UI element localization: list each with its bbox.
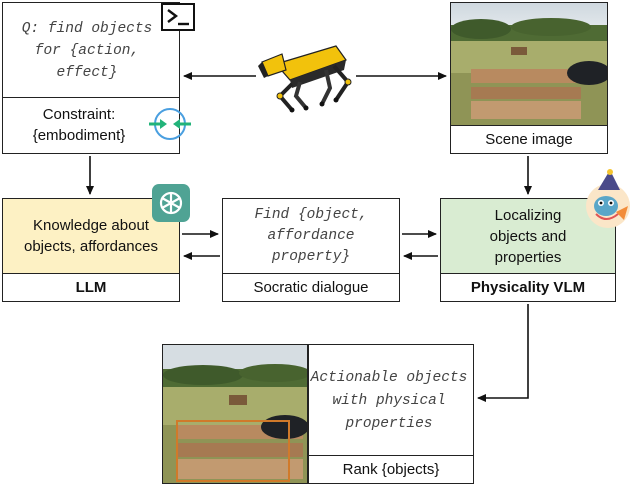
query-divider — [3, 97, 179, 98]
dialogue-divider — [223, 273, 399, 274]
vlm-label: Physicality VLM — [470, 279, 586, 296]
scene-caption: Scene image — [485, 131, 573, 148]
result-image — [163, 345, 307, 483]
llm-box: Knowledge about objects, affordances LLM — [2, 198, 180, 302]
scene-photo — [451, 3, 607, 125]
dialogue-label: Socratic dialogue — [253, 279, 369, 296]
vlm-divider — [441, 273, 615, 274]
result-divider — [308, 455, 473, 456]
llm-divider — [3, 273, 179, 274]
dialogue-content: Find {object, affordance property} — [254, 206, 368, 265]
query-text: Q: find objects for {action, effect} — [21, 21, 153, 81]
result-vertical-divider — [307, 345, 309, 483]
dialogue-box: Find {object, affordance property} Socra… — [222, 198, 400, 302]
query-box: Q: find objects for {action, effect} Con… — [2, 2, 180, 154]
vlm-box: Localizing objects and properties Physic… — [440, 198, 616, 302]
result-box: Actionable objects with physical propert… — [162, 344, 474, 484]
arrow-vlm-to-result — [477, 304, 529, 402]
result-label: Rank {objects} — [342, 461, 440, 478]
scene-image — [451, 3, 607, 125]
result-photo — [163, 345, 307, 483]
constraint-text: Constraint: {embodiment} — [32, 106, 126, 144]
scene-box: Scene image — [450, 2, 608, 154]
llm-content: Knowledge about objects, affordances — [3, 199, 179, 273]
llm-label: LLM — [75, 279, 107, 296]
vlm-content: Localizing objects and properties — [441, 199, 615, 273]
result-content: Actionable objects with physical propert… — [310, 369, 468, 432]
scene-divider — [451, 125, 607, 126]
